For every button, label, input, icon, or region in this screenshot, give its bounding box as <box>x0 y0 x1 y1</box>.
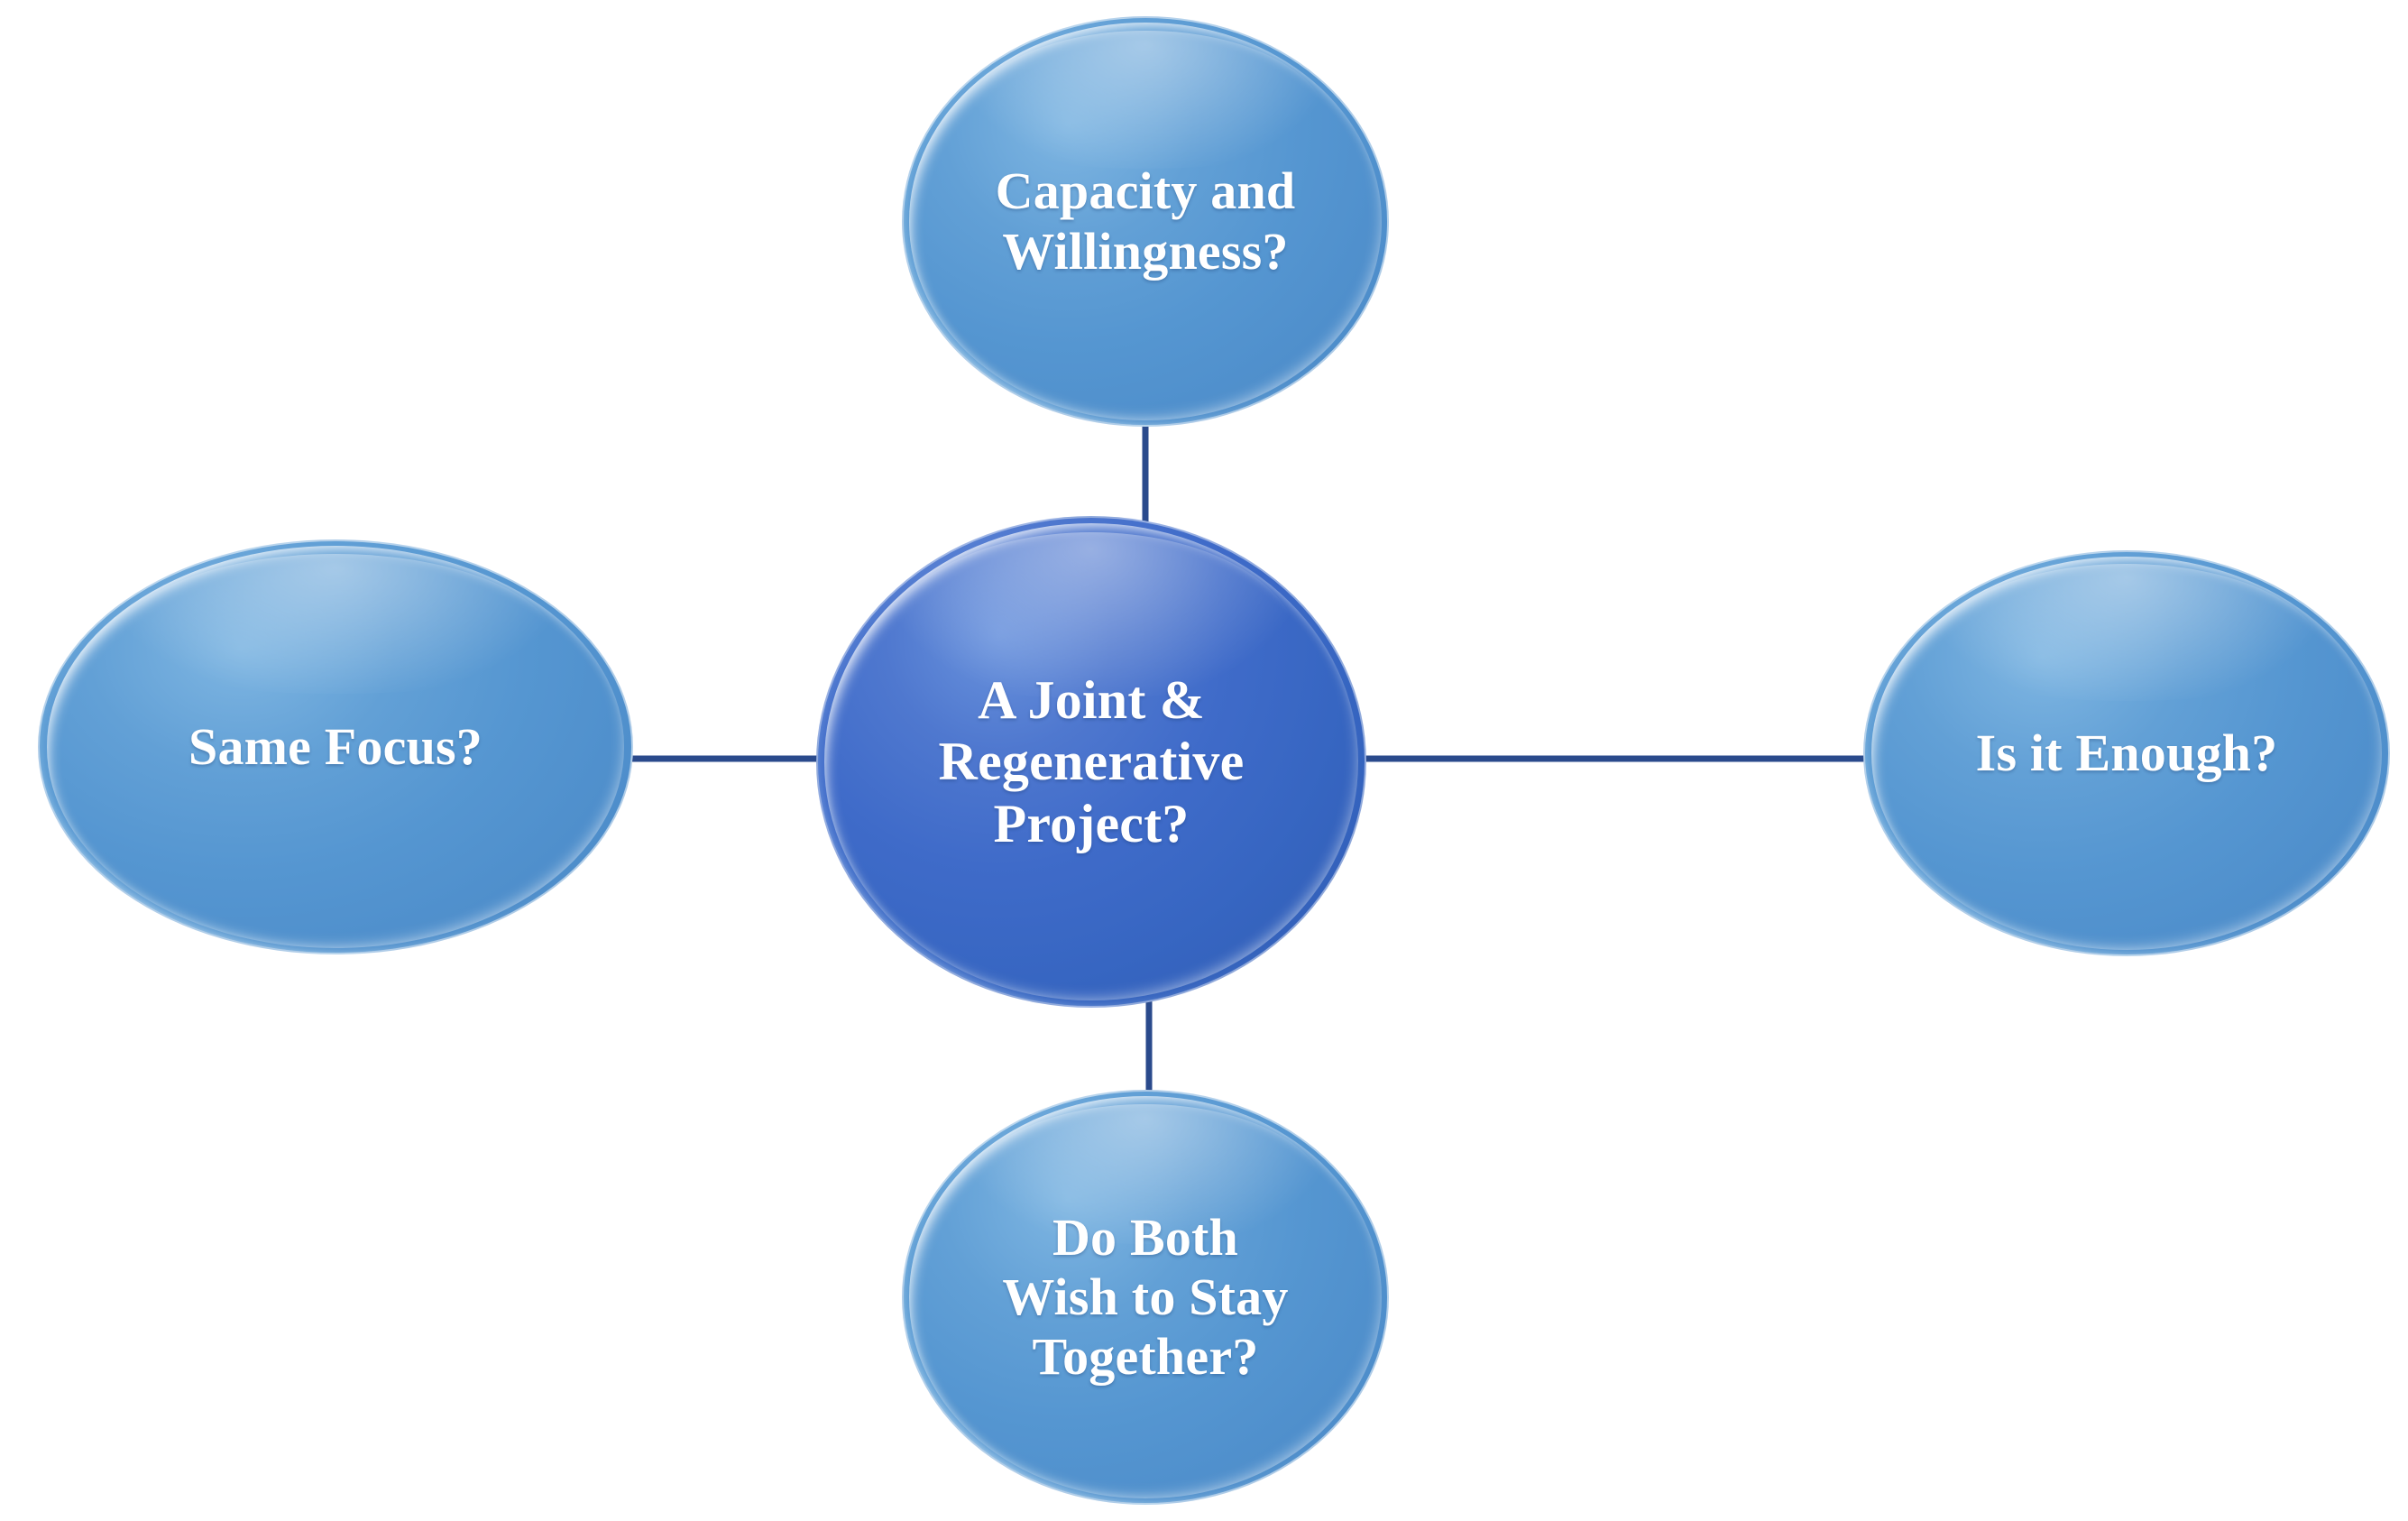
node-label-capacity-and-willingness: Capacity and Willingness? <box>995 161 1296 281</box>
node-label-same-focus: Same Focus? <box>188 716 483 776</box>
node-capacity-and-willingness[interactable]: Capacity and Willingness? <box>902 16 1389 427</box>
node-label-joint-regenerative-project: A Joint & Regenerative Project? <box>938 669 1245 853</box>
node-do-both-wish-to-stay-together[interactable]: Do Both Wish to Stay Together? <box>902 1090 1389 1505</box>
node-is-it-enough[interactable]: Is it Enough? <box>1863 550 2390 956</box>
node-same-focus[interactable]: Same Focus? <box>38 539 633 954</box>
node-label-is-it-enough: Is it Enough? <box>1975 723 2278 782</box>
node-joint-regenerative-project[interactable]: A Joint & Regenerative Project? <box>816 516 1366 1008</box>
node-label-do-both-wish-to-stay-together: Do Both Wish to Stay Together? <box>1002 1207 1289 1387</box>
